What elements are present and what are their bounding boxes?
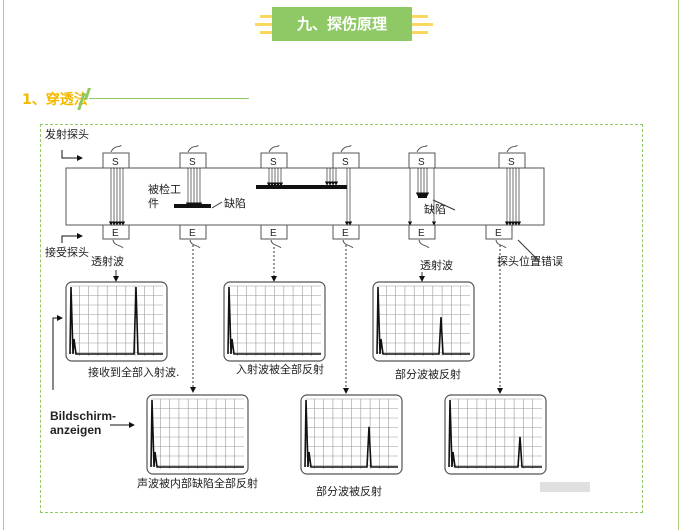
s-probe-label: S	[342, 157, 349, 168]
s-probe	[408, 152, 436, 169]
probe-cable	[342, 239, 354, 249]
probe-cable	[268, 144, 280, 153]
e-probe-label: E	[189, 228, 196, 239]
e-probe-label: E	[112, 228, 119, 239]
receiver-arrow	[61, 233, 83, 243]
echo-trace	[69, 286, 163, 355]
defect	[418, 194, 427, 198]
e-probe	[485, 224, 513, 240]
screen-label: anzeigen	[50, 423, 101, 437]
defect	[174, 204, 211, 208]
probe-cable	[506, 144, 518, 153]
caption: 部分波被反射	[395, 367, 461, 381]
s-probe-label: S	[508, 157, 515, 168]
echo-trace	[150, 399, 244, 468]
s-probe	[498, 152, 526, 169]
e-probe	[408, 224, 436, 240]
e-probe	[179, 224, 207, 240]
caption: 声波被内部缺陷全部反射	[137, 476, 258, 490]
screen-arrow	[52, 315, 63, 390]
banner-decoration	[260, 15, 276, 18]
probe-cable	[187, 144, 199, 153]
blurred-caption	[540, 482, 590, 492]
e-probe	[260, 224, 288, 240]
s-probe-label: S	[189, 157, 196, 168]
e-probe-label: E	[270, 228, 277, 239]
probe-misplaced-label: 探头位置错误	[497, 254, 563, 268]
section-title: 1、穿透法	[22, 92, 88, 108]
workpiece	[65, 167, 545, 226]
echo-trace	[304, 399, 398, 468]
transmitted-wave-label: 透射波	[420, 258, 453, 272]
e-probe-label: E	[342, 228, 349, 239]
emitter-label: 发射探头	[45, 127, 89, 141]
caption: 接收到全部入射波.	[88, 365, 180, 379]
defect-label: 缺陷	[424, 202, 446, 216]
diagram-container	[40, 124, 643, 513]
banner-decoration	[412, 23, 433, 26]
e-probe-label: E	[418, 228, 425, 239]
receiver-label: 接受探头	[45, 246, 89, 259]
e-probe-label: E	[495, 228, 502, 239]
caption: 入射波被全部反射	[236, 362, 324, 376]
banner-decoration	[260, 31, 276, 34]
probe-cable	[270, 239, 282, 249]
probe-cable	[110, 144, 122, 153]
workpiece-label: 件	[148, 197, 159, 210]
echo-trace	[227, 286, 321, 355]
s-probe	[260, 152, 288, 169]
section-divider	[89, 98, 249, 99]
s-probe	[102, 152, 130, 169]
misplaced-pointer	[517, 239, 541, 263]
s-probe-label: S	[112, 157, 119, 168]
probe-cable	[416, 144, 428, 153]
probe-cable	[495, 239, 507, 249]
page-frame	[3, 0, 679, 530]
s-probe	[332, 152, 360, 169]
screen-label: Bildschirm-	[50, 409, 116, 423]
probe-cable	[418, 239, 430, 249]
s-probe	[179, 152, 207, 169]
defect	[256, 185, 347, 189]
section-banner: 九、探伤原理	[272, 7, 412, 41]
probe-cable	[112, 239, 124, 249]
s-probe-label: S	[418, 157, 425, 168]
banner-decoration	[412, 31, 428, 34]
echo-trace	[376, 286, 470, 355]
banner-decoration	[255, 23, 276, 26]
s-probe-label: S	[270, 157, 277, 168]
defect-label: 缺陷	[224, 196, 246, 210]
emitter-arrow	[61, 150, 83, 161]
transmitted-wave-label: 透射波	[91, 254, 124, 268]
probe-cable	[189, 239, 201, 249]
defect-pointer	[211, 199, 456, 211]
workpiece-label: 被检工	[148, 182, 181, 196]
echo-trace	[448, 399, 542, 468]
probe-cable	[340, 144, 352, 153]
banner-decoration	[412, 15, 428, 18]
caption: 部分波被反射	[316, 484, 382, 498]
